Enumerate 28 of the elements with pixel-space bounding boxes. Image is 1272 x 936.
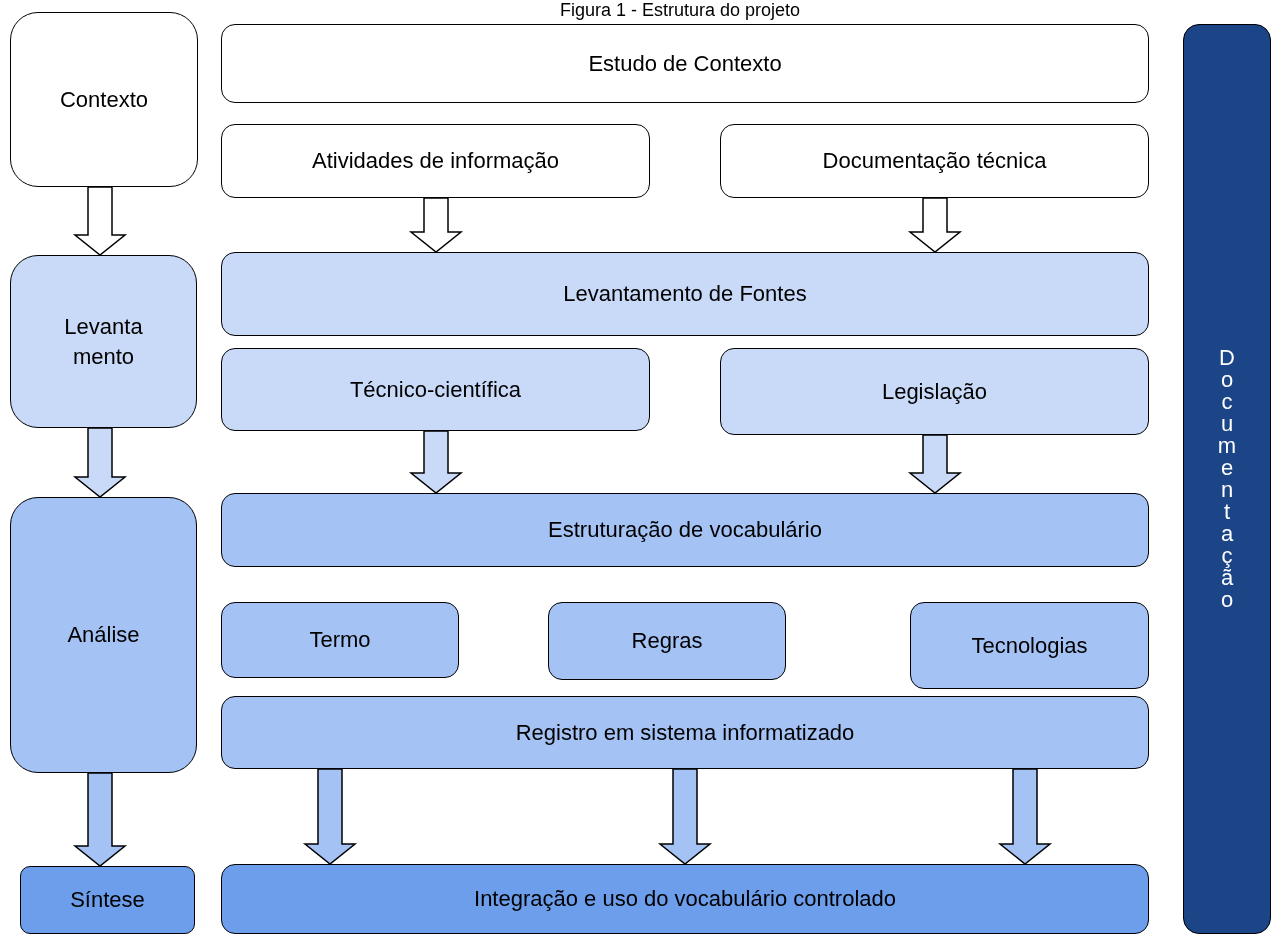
block-arrow (907, 434, 963, 494)
block-arrow (302, 768, 358, 865)
stage-box: Contexto (10, 12, 198, 187)
process-box: Termo (221, 602, 459, 678)
process-box: Estruturação de vocabulário (221, 493, 1149, 567)
process-box: Integração e uso do vocabulário controlado (221, 864, 1149, 934)
process-box: Documentação técnica (720, 124, 1149, 198)
block-arrow (72, 427, 128, 498)
block-arrow (907, 197, 963, 253)
process-box: Legislação (720, 348, 1149, 435)
figure-title: Figura 1 - Estrutura do projeto (558, 0, 802, 20)
stage-box: Levantamento (10, 255, 197, 428)
process-box: Estudo de Contexto (221, 24, 1149, 103)
process-box: Regras (548, 602, 786, 680)
stage-box: Síntese (20, 866, 195, 934)
process-box: Registro em sistema informatizado (221, 696, 1149, 769)
block-arrow (997, 768, 1053, 865)
process-box: Levantamento de Fontes (221, 252, 1149, 336)
process-box: Técnico-científica (221, 348, 650, 431)
process-box: Tecnologias (910, 602, 1149, 689)
stage-box: Análise (10, 497, 197, 773)
block-arrow (408, 197, 464, 253)
side-bar: Documentação (1183, 24, 1271, 934)
block-arrow (72, 186, 128, 256)
block-arrow (72, 772, 128, 867)
block-arrow (408, 430, 464, 494)
process-box: Atividades de informação (221, 124, 650, 198)
block-arrow (657, 768, 713, 865)
